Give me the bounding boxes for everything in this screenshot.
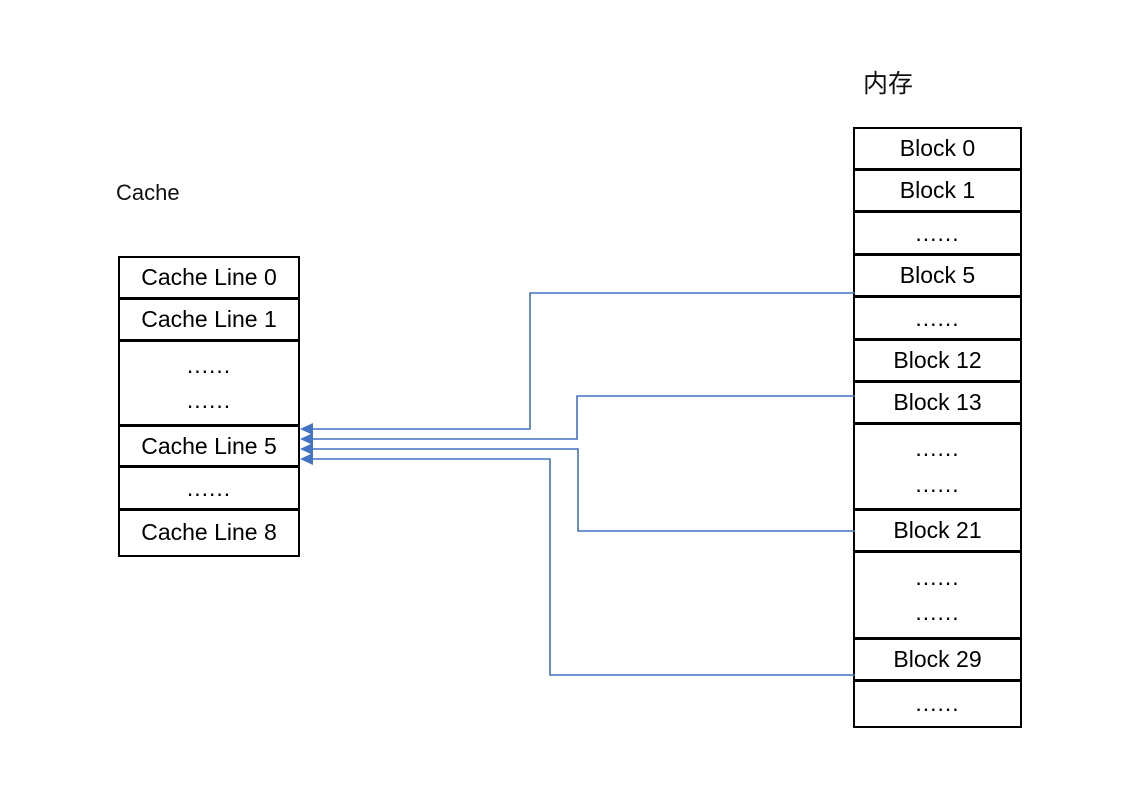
memory-row-ellipsis: ...... ...... [855,553,1020,640]
cache-row-ellipsis: ...... [120,468,298,511]
memory-row-block-12: Block 12 [855,341,1020,383]
memory-table: Block 0 Block 1 ...... Block 5 ...... Bl… [853,127,1022,728]
arrowhead-icon [300,433,313,445]
memory-row-ellipsis: ...... [855,298,1020,341]
memory-row-block-29: Block 29 [855,640,1020,682]
memory-row-block-0: Block 0 [855,129,1020,171]
memory-row-ellipsis: ...... [915,690,960,717]
connector-block29-to-line5 [312,458,855,676]
cache-row-ellipsis: ...... ...... [120,342,298,427]
connector-block5-to-line5 [312,292,855,430]
cache-table: Cache Line 0 Cache Line 1 ...... ...... … [118,256,300,557]
memory-row-block-5: Block 5 [855,256,1020,298]
connector-block21-to-line5 [312,448,855,532]
arrowhead-icon [300,453,313,465]
memory-table-title: 内存 [863,70,914,98]
memory-row-block-21: Block 21 [855,511,1020,553]
cache-table-title: Cache [116,180,180,205]
arrowhead-icon [300,423,313,435]
cache-row-line-1: Cache Line 1 [120,300,298,342]
ellipsis-text: ...... [915,435,960,462]
cache-row-line-5: Cache Line 5 [120,427,298,468]
connector-block13-to-line5 [312,395,855,440]
cache-row-line-8: Cache Line 8 [141,519,277,546]
cache-row-line-0: Cache Line 0 [120,258,298,300]
ellipsis-text: ...... [915,563,960,590]
memory-row-ellipsis: ...... ...... [855,425,1020,511]
ellipsis-text: ...... [186,352,232,378]
memory-row-ellipsis: ...... [855,213,1020,256]
arrowhead-icon [300,443,313,455]
memory-row-block-13: Block 13 [855,383,1020,425]
ellipsis-text: ...... [186,387,232,413]
memory-row-block-1: Block 1 [855,171,1020,213]
ellipsis-text: ...... [915,470,960,497]
ellipsis-text: ...... [915,599,960,626]
